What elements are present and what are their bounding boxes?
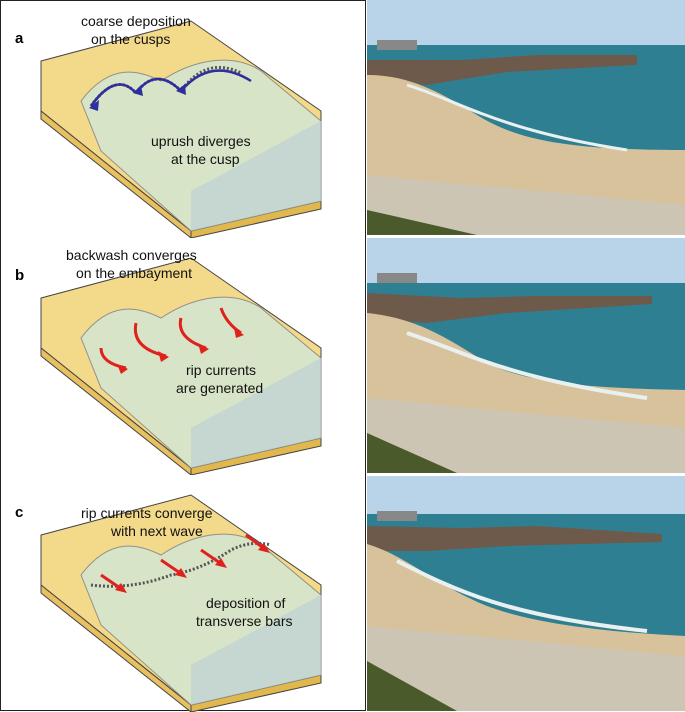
- label-bottom-line2: transverse bars: [196, 613, 292, 629]
- block-diagram-column: a coarse deposition on the cusps uprush …: [0, 0, 366, 712]
- block-diagram-c: c rip currents converge with next wave d…: [15, 494, 322, 712]
- beach-photo-c: [367, 476, 685, 711]
- panel-letter: a: [15, 30, 24, 47]
- uprush-arrow: [89, 83, 137, 107]
- label-bottom-line2: are generated: [176, 380, 263, 396]
- block-diagram-a: a coarse deposition on the cusps uprush …: [15, 13, 322, 238]
- label-top-line1: backwash converges: [66, 247, 197, 263]
- label-bottom-line1: deposition of: [206, 595, 286, 611]
- beach-photo-b: [367, 238, 685, 473]
- photo-column: [367, 0, 685, 711]
- label-top-line1: rip currents converge: [81, 505, 213, 521]
- label-bottom-line1: uprush diverges: [151, 133, 251, 149]
- label-top-line2: on the embayment: [76, 265, 192, 281]
- panel-letter: c: [15, 504, 23, 521]
- label-bottom-line2: at the cusp: [171, 151, 240, 167]
- label-bottom-line1: rip currents: [186, 362, 256, 378]
- label-top-line2: on the cusps: [91, 31, 170, 47]
- label-top-line1: coarse deposition: [81, 13, 191, 29]
- uprush-arrow: [180, 69, 252, 92]
- panel-letter: b: [15, 267, 24, 284]
- beach-photo-a: [367, 0, 685, 235]
- label-top-line2: with next wave: [110, 523, 203, 539]
- block-diagram-b: b backwash converges on the embayment ri…: [15, 247, 322, 475]
